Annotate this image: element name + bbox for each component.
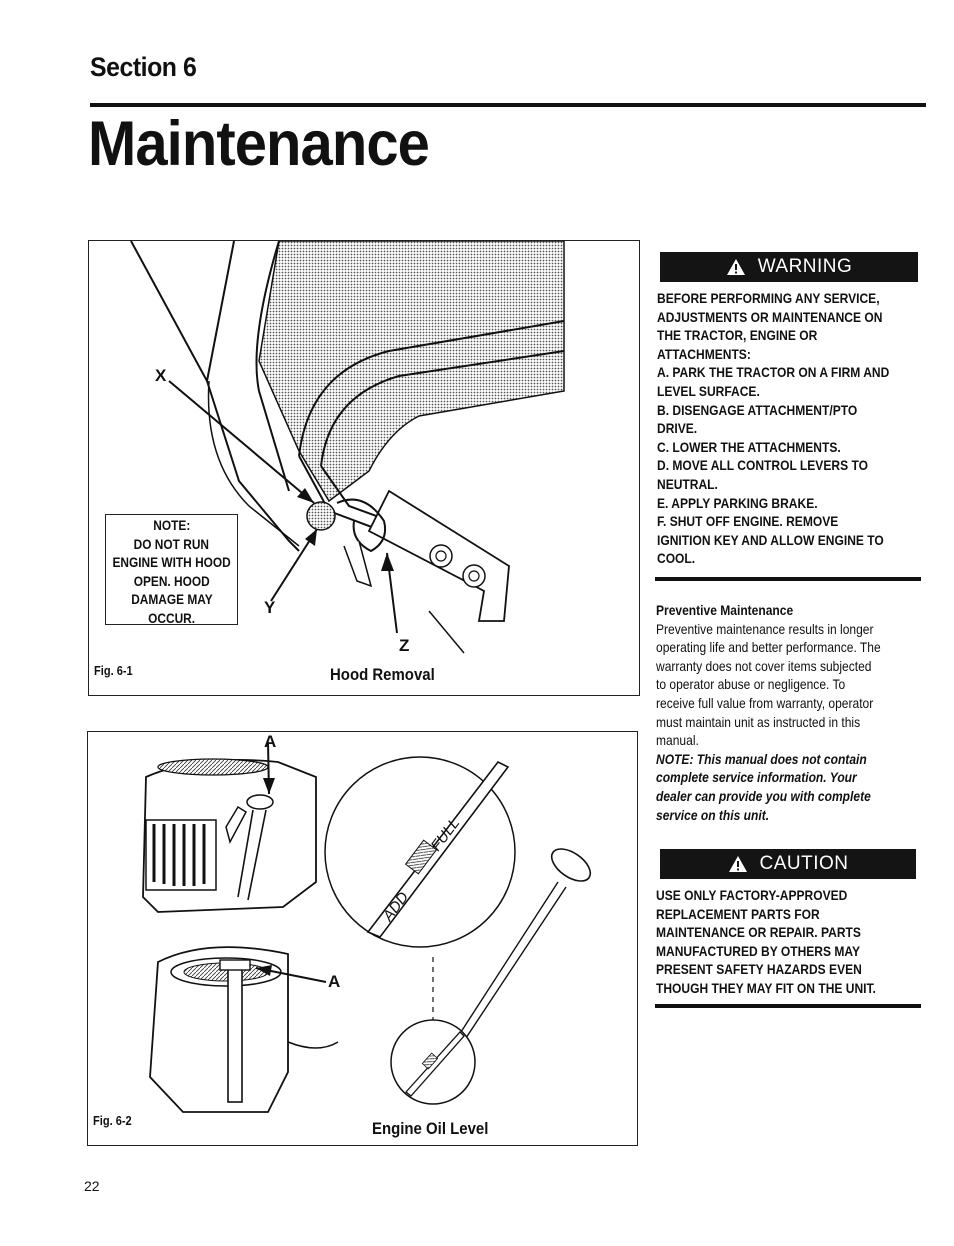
- warning-line: COOL.: [657, 550, 696, 567]
- warning-line: BEFORE PERFORMING ANY SERVICE,: [657, 290, 880, 306]
- callout-y: Y: [264, 598, 276, 617]
- note-line: DO NOT RUN: [133, 535, 210, 552]
- preventive-line: Preventive maintenance results in longer: [656, 620, 874, 637]
- warning-label: WARNING: [757, 256, 853, 277]
- preventive-line: warranty does not cover items subjected: [656, 657, 872, 674]
- figure-number: Fig. 6-1: [94, 663, 133, 678]
- figure-caption: Hood Removal: [330, 665, 435, 684]
- preventive-note-line: complete service information. Your: [656, 769, 857, 786]
- preventive-maintenance: Preventive Maintenance Preventive mainte…: [656, 601, 919, 824]
- warning-line: DRIVE.: [657, 420, 698, 437]
- figure-number: Fig. 6-2: [93, 1113, 132, 1128]
- preventive-heading: Preventive Maintenance: [656, 602, 794, 618]
- warning-triangle-icon: [728, 856, 747, 872]
- warning-rule: [655, 577, 921, 581]
- caution-rule: [655, 1004, 921, 1008]
- preventive-line: must maintain unit as instructed in this: [656, 713, 861, 730]
- callout-x: X: [155, 366, 167, 385]
- page-title: Maintenance: [88, 109, 430, 179]
- preventive-line: receive full value from warranty, operat…: [656, 694, 874, 711]
- preventive-note-line: service on this unit.: [656, 806, 770, 823]
- note-line: OCCUR.: [148, 609, 195, 626]
- caution-line: REPLACEMENT PARTS FOR: [656, 905, 820, 922]
- callout-a-mid: A: [328, 972, 341, 991]
- warning-text: BEFORE PERFORMING ANY SERVICE, ADJUSTMEN…: [657, 289, 920, 568]
- engine-oil-illustration: ADD FULL: [142, 741, 592, 1113]
- callout-z: Z: [399, 636, 410, 655]
- caution-line: THOUGH THEY MAY FIT ON THE UNIT.: [656, 979, 876, 996]
- warning-line: THE TRACTOR, ENGINE OR: [657, 327, 818, 344]
- warning-line: LEVEL SURFACE.: [657, 382, 760, 399]
- caution-label: CAUTION: [759, 853, 849, 874]
- figure-engine-oil-level: ADD FULL A A Fig. 6-2 Engine Oil Level: [87, 731, 638, 1146]
- warning-line: ADJUSTMENTS OR MAINTENANCE ON: [657, 308, 883, 325]
- figure-caption: Engine Oil Level: [372, 1119, 489, 1138]
- caution-line: PRESENT SAFETY HAZARDS EVEN: [656, 961, 862, 978]
- figure-hood-removal: X Y Z NOTE: DO NOT RUN ENGINE WITH HOOD …: [88, 240, 640, 696]
- caution-line: USE ONLY FACTORY-APPROVED: [656, 887, 848, 903]
- warning-line: ATTACHMENTS:: [657, 345, 751, 362]
- note-line: NOTE:: [152, 517, 191, 533]
- warning-line: NEUTRAL.: [657, 475, 718, 492]
- page-number: 22: [84, 1178, 100, 1194]
- preventive-line: manual.: [656, 732, 699, 749]
- caution-line: MAINTENANCE OR REPAIR. PARTS: [656, 924, 861, 941]
- caution-line: MANUFACTURED BY OTHERS MAY: [656, 942, 861, 959]
- callout-a-top: A: [264, 732, 277, 751]
- warning-line: D. MOVE ALL CONTROL LEVERS TO: [657, 457, 868, 474]
- note-line: DAMAGE MAY: [130, 591, 213, 607]
- hood-note-box: NOTE: DO NOT RUN ENGINE WITH HOOD OPEN. …: [105, 514, 238, 626]
- preventive-line: to operator abuse or negligence. To: [656, 676, 846, 693]
- header-rule: [90, 103, 926, 107]
- note-line: ENGINE WITH HOOD: [112, 554, 231, 570]
- warning-line: IGNITION KEY AND ALLOW ENGINE TO: [657, 531, 884, 548]
- section-label: Section 6: [90, 52, 197, 82]
- preventive-line: operating life and better performance. T…: [656, 639, 881, 656]
- warning-line: C. LOWER THE ATTACHMENTS.: [657, 438, 841, 455]
- warning-line: A. PARK THE TRACTOR ON A FIRM AND: [657, 364, 890, 381]
- caution-banner: CAUTION: [660, 849, 916, 879]
- warning-line: E. APPLY PARKING BRAKE.: [657, 494, 818, 511]
- preventive-note-line: NOTE: This manual does not contain: [656, 750, 867, 767]
- warning-line: F. SHUT OFF ENGINE. REMOVE: [657, 513, 839, 530]
- preventive-note-line: dealer can provide you with complete: [656, 787, 871, 804]
- note-line: OPEN. HOOD: [133, 572, 210, 589]
- hood-removal-illustration: [130, 241, 565, 654]
- warning-banner: WARNING: [660, 252, 918, 282]
- warning-line: B. DISENGAGE ATTACHMENT/PTO: [657, 401, 858, 418]
- warning-triangle-icon: [726, 259, 745, 275]
- caution-text: USE ONLY FACTORY-APPROVED REPLACEMENT PA…: [656, 886, 919, 998]
